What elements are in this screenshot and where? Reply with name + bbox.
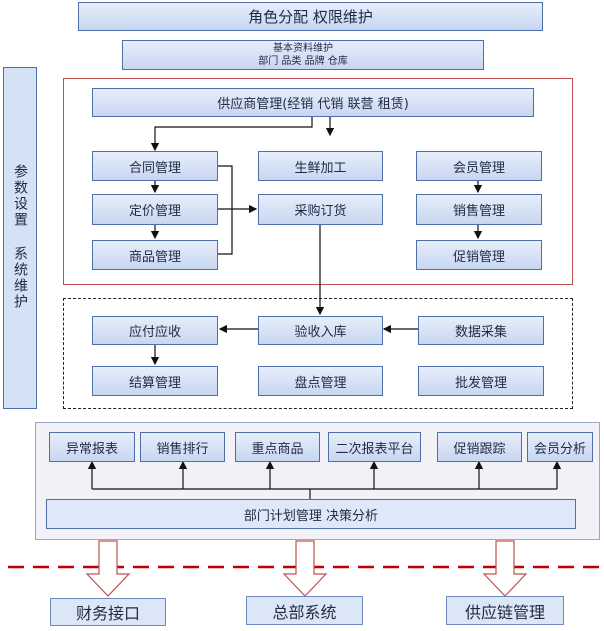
settlement-management-box: 结算管理 [92,366,218,396]
line-product-to-order [218,209,233,255]
report-promotion-tracking: 促销跟踪 [437,432,522,462]
supply-chain-management-box: 供应链管理 [446,596,564,625]
promotion-management-box: 促销管理 [416,240,542,270]
report-key-products: 重点商品 [235,432,320,462]
supplier-management-box: 供应商管理(经销 代销 联营 租赁) [92,88,534,117]
hollow-arrow-supply-chain [482,540,528,597]
side-panel-system-settings: 参数设置 系统维护 [3,67,37,409]
product-management-box: 商品管理 [92,240,218,270]
report-member-analysis: 会员分析 [527,432,593,462]
role-permission-box: 角色分配 权限维护 [78,2,543,31]
hollow-arrow-hq [282,540,328,597]
hollow-arrow-finance [85,540,131,597]
basic-data-line2: 部门 品类 品牌 仓库 [258,56,348,67]
warehouse-frame [63,298,573,409]
report-sales-ranking: 销售排行 [140,432,225,462]
payable-receivable-box: 应付应收 [92,316,218,345]
report-exception: 异常报表 [49,432,135,462]
member-management-box: 会员管理 [416,151,542,181]
purchase-order-box: 采购订货 [258,194,383,225]
report-secondary-platform: 二次报表平台 [328,432,421,462]
sales-management-box: 销售管理 [416,194,542,225]
line-contract-to-order [218,165,233,209]
planning-decision-box: 部门计划管理 决策分析 [46,499,576,529]
fresh-processing-box: 生鲜加工 [258,151,383,181]
contract-management-box: 合同管理 [92,151,218,181]
headquarters-system-box: 总部系统 [246,596,363,625]
data-collection-box: 数据采集 [418,316,544,345]
procurement-frame [63,78,573,285]
wholesale-management-box: 批发管理 [418,366,544,396]
finance-interface-box: 财务接口 [50,598,166,626]
pricing-management-box: 定价管理 [92,194,218,225]
receiving-box: 验收入库 [258,316,383,345]
arrow-supplier-to-contract [150,117,313,152]
reports-bus [92,488,557,499]
inventory-management-box: 盘点管理 [258,366,383,396]
basic-data-box: 基本资料维护 部门 品类 品牌 仓库 [122,40,484,70]
basic-data-line1: 基本资料维护 [273,43,333,54]
